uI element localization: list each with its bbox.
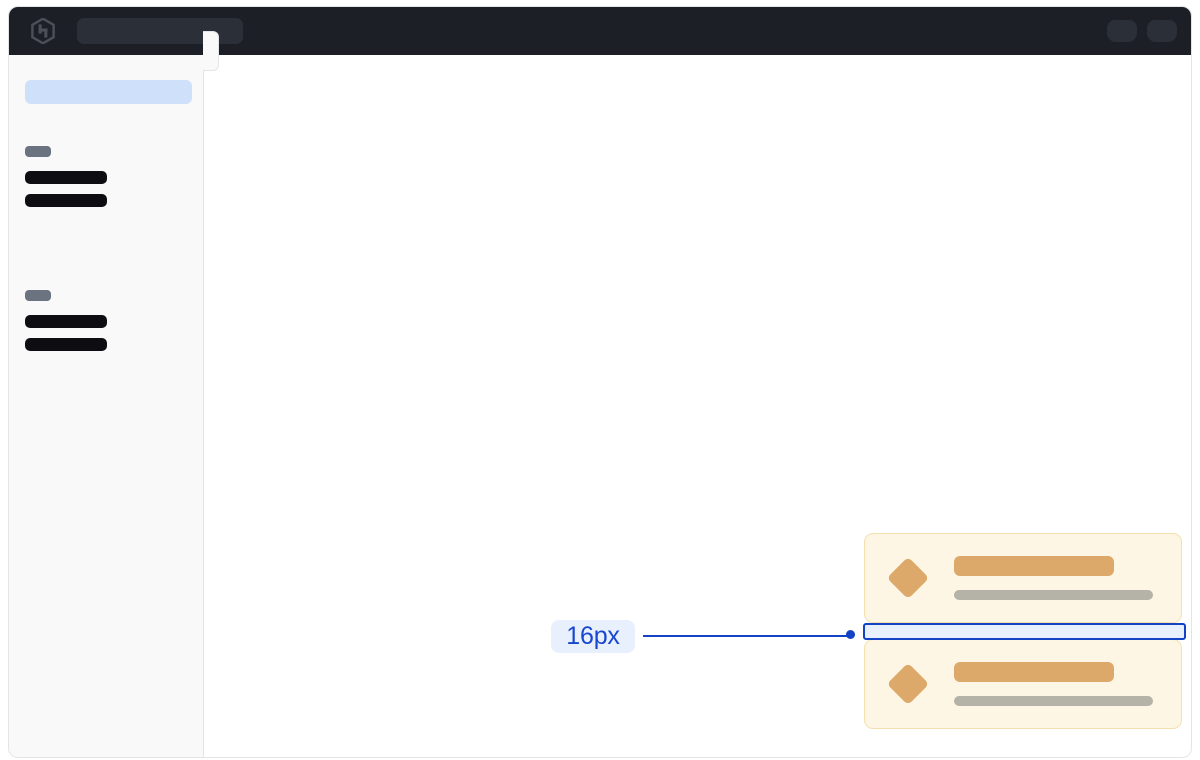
sidebar-item-1-2[interactable]: [25, 194, 107, 207]
app-window: 16px: [8, 6, 1192, 758]
diamond-icon: [886, 556, 930, 600]
spacing-gap-indicator: [863, 623, 1186, 640]
sidebar-group-1-label: [25, 146, 51, 157]
card-title: [954, 662, 1114, 682]
spacing-measurement-label: 16px: [551, 620, 635, 653]
sidebar-collapse-handle-icon[interactable]: [203, 31, 219, 71]
sidebar-item-2-1[interactable]: [25, 315, 107, 328]
card-text-block: [954, 662, 1153, 706]
topbar-chip-1-icon[interactable]: [1107, 20, 1137, 42]
sidebar-item-1-1[interactable]: [25, 171, 107, 184]
list-item[interactable]: [864, 533, 1182, 623]
card-text-block: [954, 556, 1153, 600]
card-subtitle: [954, 590, 1153, 600]
measurement-endpoint-dot-icon: [846, 630, 855, 639]
hashicorp-logo-icon[interactable]: [31, 18, 55, 44]
top-bar-actions: [1107, 20, 1177, 42]
card-title: [954, 556, 1114, 576]
list-item[interactable]: [864, 639, 1182, 729]
canvas: 16px: [205, 55, 1191, 757]
top-bar: [9, 7, 1191, 55]
card-subtitle: [954, 696, 1153, 706]
sidebar-group-2-label: [25, 290, 51, 301]
sidebar-group-2: [25, 290, 107, 361]
topbar-chip-2-icon[interactable]: [1147, 20, 1177, 42]
measurement-leader-line-icon: [643, 635, 852, 637]
sidebar-item-2-2[interactable]: [25, 338, 107, 351]
sidebar: [9, 55, 204, 757]
diamond-icon: [886, 662, 930, 706]
sidebar-group-1: [25, 146, 107, 217]
sidebar-item-active[interactable]: [25, 80, 192, 104]
